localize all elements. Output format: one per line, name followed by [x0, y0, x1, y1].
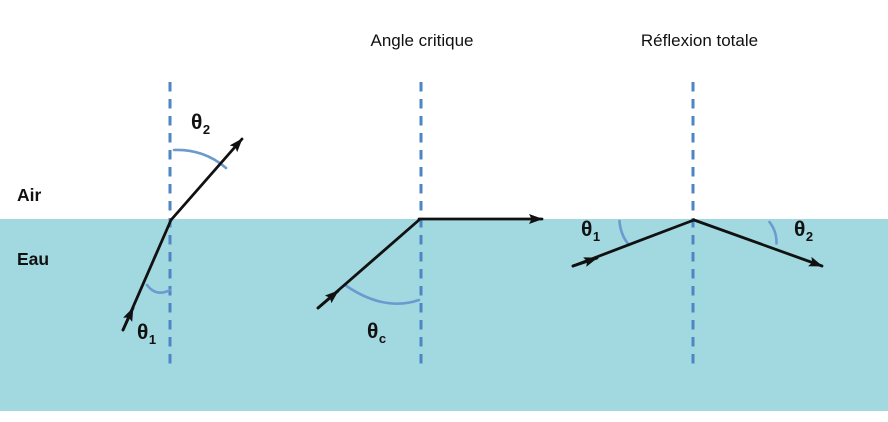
theta-subscript: 1: [148, 332, 157, 347]
angle-arc-theta1-left: [145, 283, 172, 295]
incident-ray-middle-arrow: [316, 289, 340, 310]
theta-subscript: 2: [202, 122, 211, 137]
theta-symbol: θ: [191, 111, 203, 134]
air-region-label: Air: [17, 185, 42, 205]
theta2-label-right: θ2: [794, 218, 813, 245]
theta1-label-left: θ1: [137, 321, 156, 348]
theta-c-label-middle: θc: [367, 320, 386, 347]
angle-arc-theta2-right: [768, 220, 778, 245]
incident-ray-left-arrow: [121, 306, 135, 332]
angle-arc-theta1-right: [618, 219, 631, 247]
theta-subscript: 1: [592, 229, 601, 244]
refracted-ray-left: [169, 137, 244, 222]
theta-symbol: θ: [581, 218, 593, 241]
panel-title-critical-angle: Angle critique: [370, 31, 474, 50]
angle-arc-critical: [343, 283, 421, 305]
incident-ray-right-arrow: [571, 256, 599, 268]
theta2-label-left: θ2: [191, 111, 210, 138]
theta-symbol: θ: [137, 321, 149, 344]
theta-subscript: c: [378, 331, 387, 346]
theta-subscript: 2: [805, 229, 814, 244]
water-region: [0, 219, 888, 411]
reflected-ray-right: [692, 218, 824, 268]
theta-symbol: θ: [794, 218, 806, 241]
water-region-label: Eau: [17, 249, 50, 269]
panel-title-total-reflection: Réflexion totale: [640, 31, 759, 50]
angle-arc-theta2-left: [172, 148, 228, 170]
theta-symbol: θ: [367, 320, 379, 343]
theta1-label-right: θ1: [581, 218, 600, 245]
